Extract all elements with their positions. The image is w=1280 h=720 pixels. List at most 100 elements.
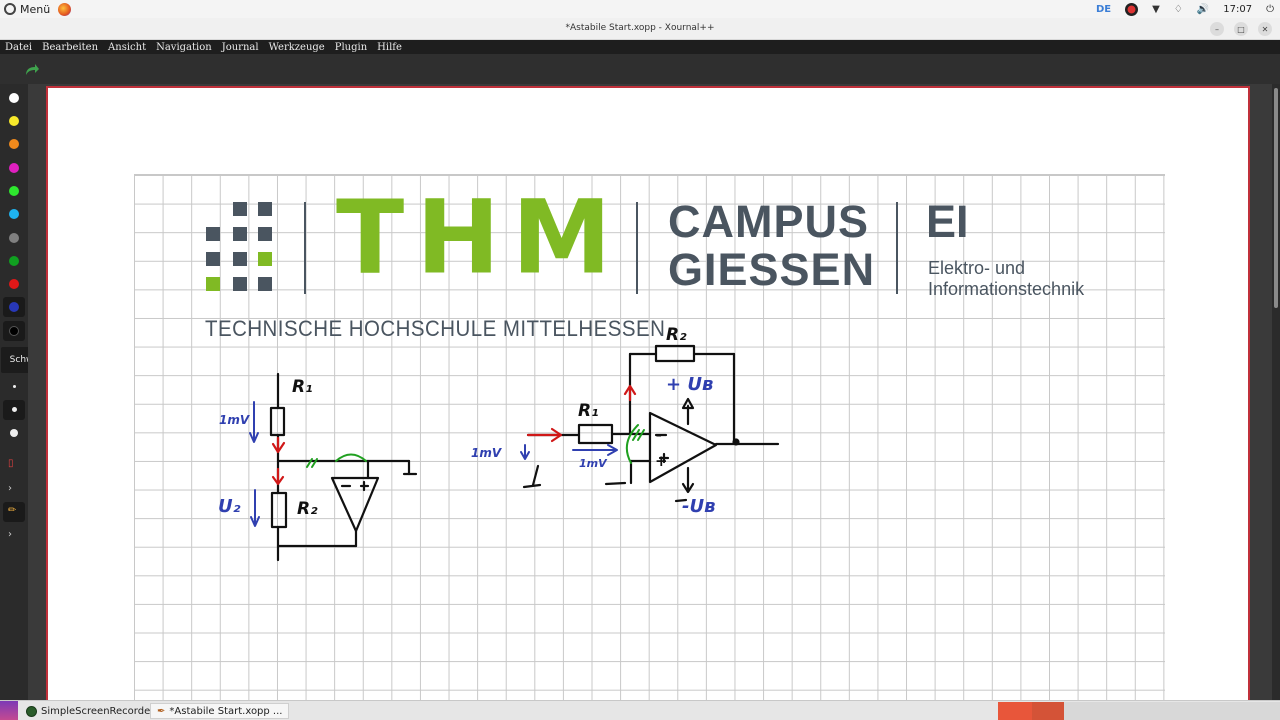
window-titlebar[interactable]: *Astabile Start.xopp - Xournal++ – □ ✕ [0,18,1280,40]
sketch-labels: R₁ R₂ 1mV U₂ - R₁ R₂ 1mV 1mV + Uʙ -Uʙ - … [218,325,715,519]
pen-size-medium[interactable] [12,407,17,412]
right-circuit-green-marks [625,424,645,464]
taskbar-item-xournal[interactable]: ✒ *Astabile Start.xopp ... [150,703,290,719]
right-opamp-minus: - [656,426,662,444]
left-voltage-bottom-label: U₂ [218,496,241,517]
logo-square [233,202,247,216]
logo-square [206,227,220,241]
university-name: TECHNISCHE HOCHSCHULE MITTELHESSEN [205,316,666,341]
keyboard-layout-indicator[interactable]: DE [1095,3,1112,15]
vertical-scrollbar[interactable] [1272,84,1280,700]
thm-logo-mark [206,202,276,298]
close-button[interactable]: ✕ [1258,22,1272,36]
app-menu-button[interactable]: Menü [0,3,50,16]
color-swatch-orange[interactable] [9,139,19,149]
right-circuit-red-arrows [526,384,637,443]
right-small-voltage-label: 1mV [579,457,608,470]
eraser-icon[interactable]: ▯ [8,458,14,469]
logo-square [258,277,272,291]
highlighter-icon[interactable]: ✏ [8,505,17,516]
color-swatch-yellow[interactable] [9,116,19,126]
taskbar: SimpleScreenRecorder ✒ *Astabile Start.x… [0,700,1280,720]
menu-navigation[interactable]: Navigation [156,41,212,53]
negative-supply-label: -Uʙ [682,496,715,517]
left-circuit-blue-arrows [249,401,260,527]
positive-supply-label: + Uʙ [666,374,713,395]
color-swatch-black[interactable] [9,326,19,336]
logo-square [206,252,220,266]
taskbar-item-label: *Astabile Start.xopp ... [169,705,283,717]
color-swatch-red[interactable] [9,279,19,289]
system-tray: DE ▼ ♢ 🔊 17:07 ⏻ [1096,0,1274,18]
volume-icon[interactable]: 🔊 [1196,3,1210,15]
system-panel: Menü DE ▼ ♢ 🔊 17:07 ⏻ [0,0,1280,18]
taskbar-item-screenrecorder[interactable]: SimpleScreenRecorder [20,703,160,719]
color-swatch-white[interactable] [9,93,19,103]
menu-bearbeiten[interactable]: Bearbeiten [42,41,99,53]
taskbar-start-button[interactable] [0,701,18,720]
thm-wordmark: THM [336,177,624,298]
menu-plugin[interactable]: Plugin [334,41,368,53]
scrollbar-thumb[interactable] [1274,88,1278,308]
department-line-2: Informationstechnik [928,279,1085,299]
color-palette: ▯ › ✏ › [0,84,28,700]
screenrecorder-icon [26,705,37,717]
department-code: EI [926,196,969,247]
logo-square [233,277,247,291]
logo-square [258,202,272,216]
color-swatch-magenta[interactable] [9,163,19,173]
distro-logo-icon [4,3,16,15]
right-r1-label: R₁ [578,401,599,421]
journal-page[interactable]: THM CAMPUS GIESSEN EI Elektro- und Infor… [46,86,1252,702]
logo-square [233,227,247,241]
color-swatch-cyan[interactable] [9,209,19,219]
menu-ansicht[interactable]: Ansicht [108,41,147,53]
expand-chevron-icon[interactable]: › [8,483,12,494]
color-swatch-grey[interactable] [9,233,19,243]
maximize-button[interactable]: □ [1234,22,1248,36]
canvas-area[interactable]: THM CAMPUS GIESSEN EI Elektro- und Infor… [28,84,1272,702]
color-swatch-lime[interactable] [9,186,19,196]
logo-separator [636,202,638,294]
right-circuit-wires [522,344,780,503]
wifi-icon[interactable]: ▼ [1152,3,1160,15]
left-voltage-top-label: 1mV [219,413,251,427]
workspace-2[interactable] [1032,702,1064,720]
minimize-button[interactable]: – [1210,22,1224,36]
expand-chevron-icon[interactable]: › [8,529,12,540]
logo-square [258,227,272,241]
left-opamp-minus: - [342,489,343,491]
right-r2-label: R₂ [666,325,687,345]
handwritten-circuit-drawing[interactable]: R₁ R₂ 1mV U₂ - R₁ R₂ 1mV 1mV + Uʙ -Uʙ - … [48,88,1252,702]
redo-icon[interactable] [24,61,40,77]
menu-hilfe[interactable]: Hilfe [377,41,402,53]
menu-werkzeuge[interactable]: Werkzeuge [268,41,325,53]
app-menu-label: Menü [20,2,51,16]
window-controls: – □ ✕ [1210,22,1272,36]
department-line-1: Elektro- und [928,258,1026,278]
right-circuit-blue-arrows [520,444,618,460]
right-input-voltage-label: 1mV [471,446,503,460]
color-swatch-green[interactable] [9,256,19,266]
menu-datei[interactable]: Datei [5,41,33,53]
menu-journal[interactable]: Journal [221,41,259,53]
notification-bell-icon[interactable]: ♢ [1173,3,1183,15]
logo-separator [304,202,306,294]
screen-recorder-icon[interactable] [1125,2,1139,16]
workspace-1[interactable] [998,702,1032,720]
workspace-strip [1064,702,1280,720]
power-icon[interactable]: ⏻ [1266,3,1274,15]
menubar: Datei Bearbeiten Ansicht Navigation Jour… [0,40,1280,54]
pen-size-thick[interactable] [10,429,18,437]
pen-size-thin[interactable] [13,385,16,388]
tool-selection-bg [3,502,25,522]
toolbar [0,54,1280,84]
clock[interactable]: 17:07 [1223,3,1253,15]
campus-line-1: CAMPUS [668,196,870,247]
color-swatch-blue[interactable] [9,302,19,312]
right-opamp-plus: + [655,452,668,470]
left-r2-label: R₂ [297,499,318,519]
campus-line-2: GIESSEN [668,244,876,295]
firefox-icon[interactable] [58,2,72,16]
